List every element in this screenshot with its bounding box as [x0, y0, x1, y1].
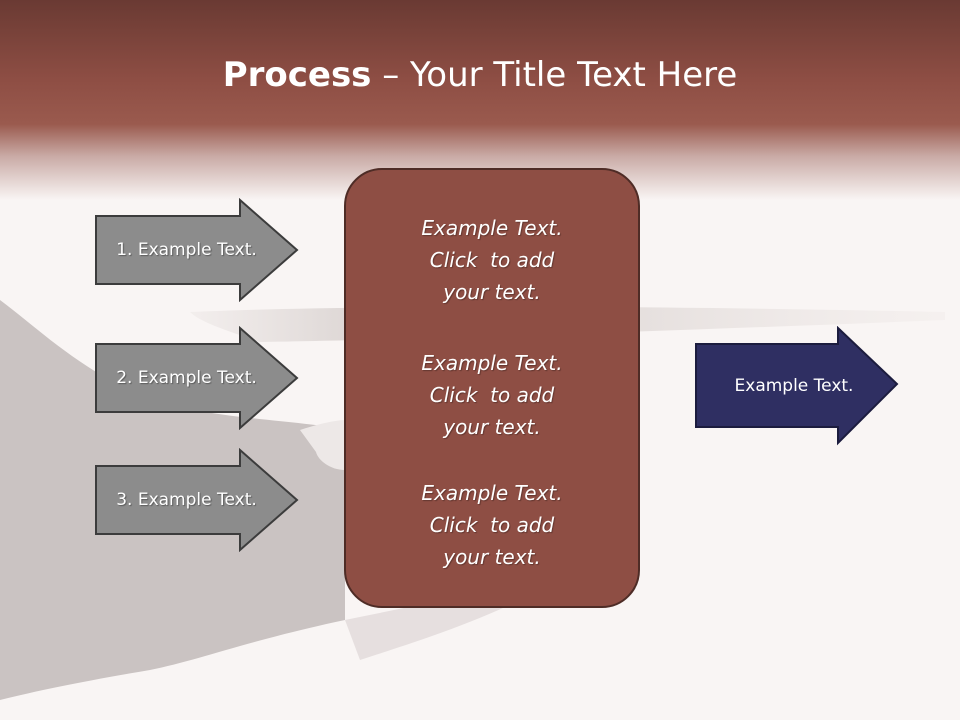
slide-title: Process – Your Title Text Here	[0, 52, 960, 98]
output-arrow[interactable]: Example Text.	[694, 325, 900, 446]
step-label: 2. Example Text.	[116, 368, 257, 388]
output-label: Example Text.	[734, 376, 854, 396]
panel-line: Example Text.	[421, 216, 563, 240]
panel-text-block-3[interactable]: Example Text. Click to add your text.	[344, 477, 640, 573]
panel-line: Click to add	[429, 383, 555, 407]
arrow-shape-icon	[95, 325, 299, 431]
title-banner	[0, 0, 960, 200]
step-arrow-3[interactable]: 3. Example Text.	[94, 447, 300, 553]
step-arrow-1[interactable]: 1. Example Text.	[94, 197, 300, 303]
panel-line: Example Text.	[421, 351, 563, 375]
center-panel[interactable]	[344, 168, 640, 608]
panel-text-block-1[interactable]: Example Text. Click to add your text.	[344, 212, 640, 308]
panel-line: your text.	[443, 415, 541, 439]
panel-line: your text.	[443, 280, 541, 304]
panel-line: Click to add	[429, 248, 555, 272]
arrow-shape-icon	[95, 197, 299, 303]
panel-line: your text.	[443, 545, 541, 569]
arrow-shape-icon	[95, 447, 299, 553]
step-label: 1. Example Text.	[116, 240, 257, 260]
title-bold: Process	[222, 55, 372, 95]
panel-line: Click to add	[429, 513, 555, 537]
panel-line: Example Text.	[421, 481, 563, 505]
step-arrow-2[interactable]: 2. Example Text.	[94, 325, 300, 431]
arrow-shape-icon	[695, 325, 899, 446]
title-rest: – Your Title Text Here	[371, 55, 738, 95]
step-label: 3. Example Text.	[116, 490, 257, 510]
panel-text-block-2[interactable]: Example Text. Click to add your text.	[344, 347, 640, 443]
